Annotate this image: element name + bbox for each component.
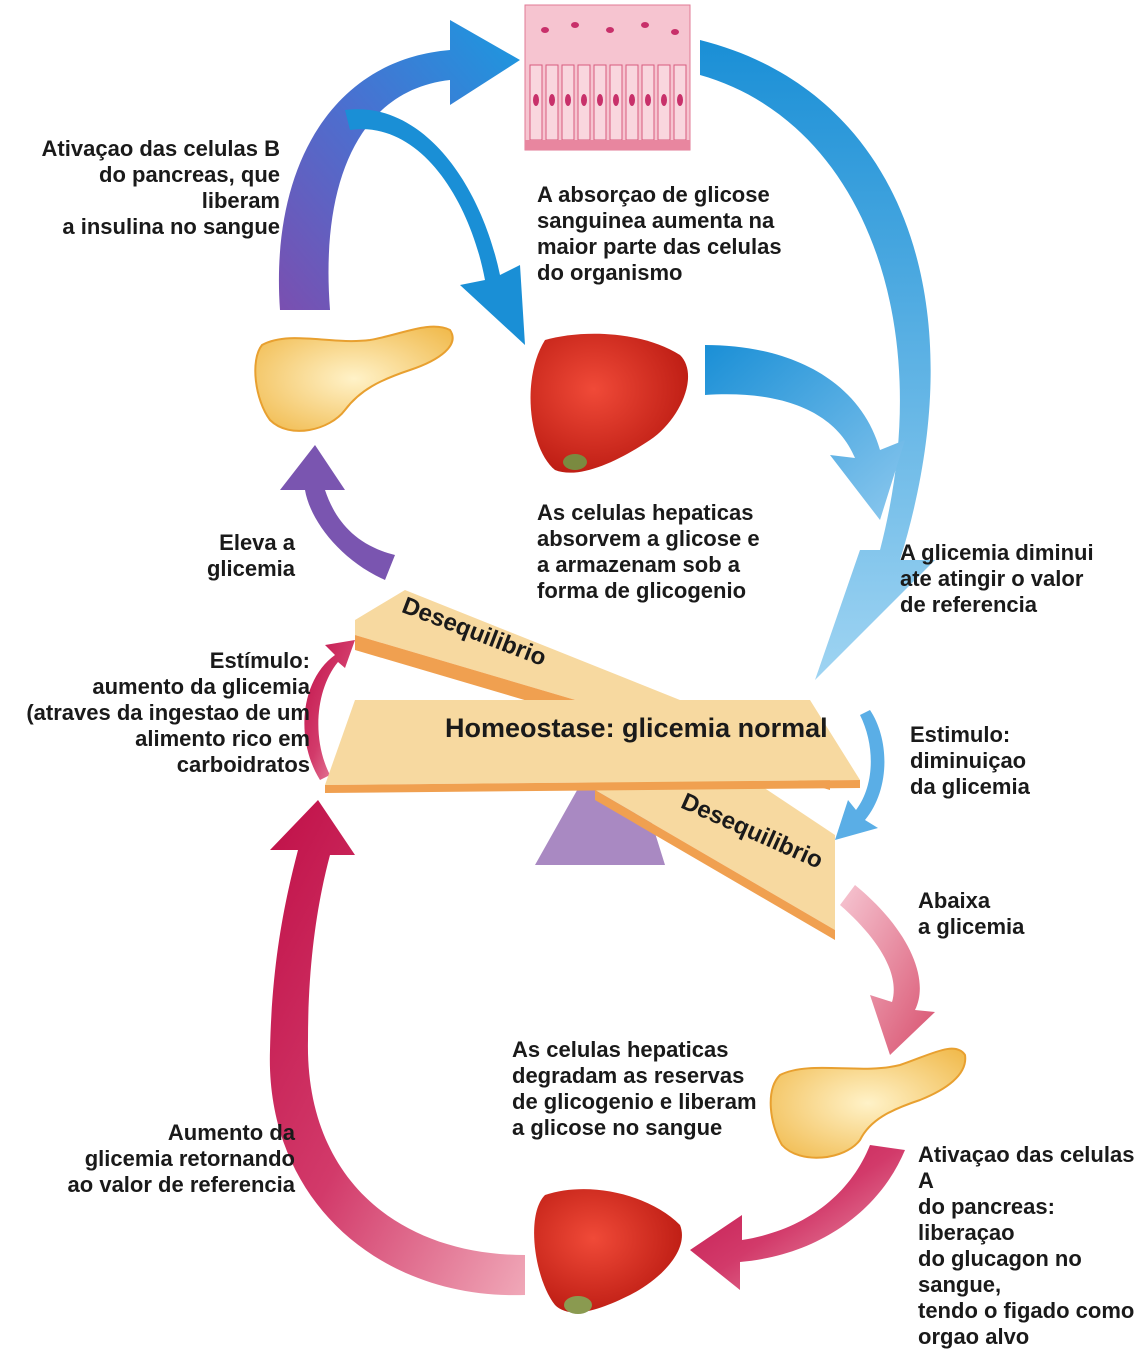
pancreas-icon — [255, 327, 452, 431]
label-glycemia-decreases: A glicemia diminui ate atingir o valor d… — [900, 540, 1130, 618]
label-raises-glycemia: Eleva a glicemia — [170, 530, 295, 582]
tissue-icon — [525, 5, 690, 150]
label-beta-activation: Ativaçao das celulas B do pancreas, que … — [40, 136, 280, 240]
label-stimulus-decrease: Estimulo: diminuiçao da glicemia — [910, 722, 1060, 800]
label-lowers-glycemia: Abaixa a glicemia — [918, 888, 1068, 940]
arrow-glucagon-to-liver — [690, 1145, 905, 1290]
arrow-raise-glycemia — [280, 445, 395, 580]
arrow-glycemia-return — [270, 800, 525, 1295]
label-stimulus-increase: Estímulo: aumento da glicemia (atraves d… — [5, 648, 310, 778]
label-glycemia-return: Aumento da glicemia retornando ao valor … — [60, 1120, 295, 1198]
label-glucose-uptake: A absorçao de glicose sanguinea aumenta … — [537, 182, 797, 286]
label-liver-store: As celulas hepaticas absorvem a glicose … — [537, 500, 777, 604]
arrow-to-liver — [345, 109, 525, 345]
label-liver-release: As celulas hepaticas degradam as reserva… — [512, 1037, 762, 1141]
homeostasis-title: Homeostase: glicemia normal — [445, 713, 828, 744]
liver-icon — [534, 1189, 682, 1312]
arrow-liver-right — [705, 345, 905, 520]
liver-icon — [531, 334, 689, 473]
label-alpha-activation: Ativaçao das celulas A do pancreas: libe… — [918, 1142, 1138, 1350]
